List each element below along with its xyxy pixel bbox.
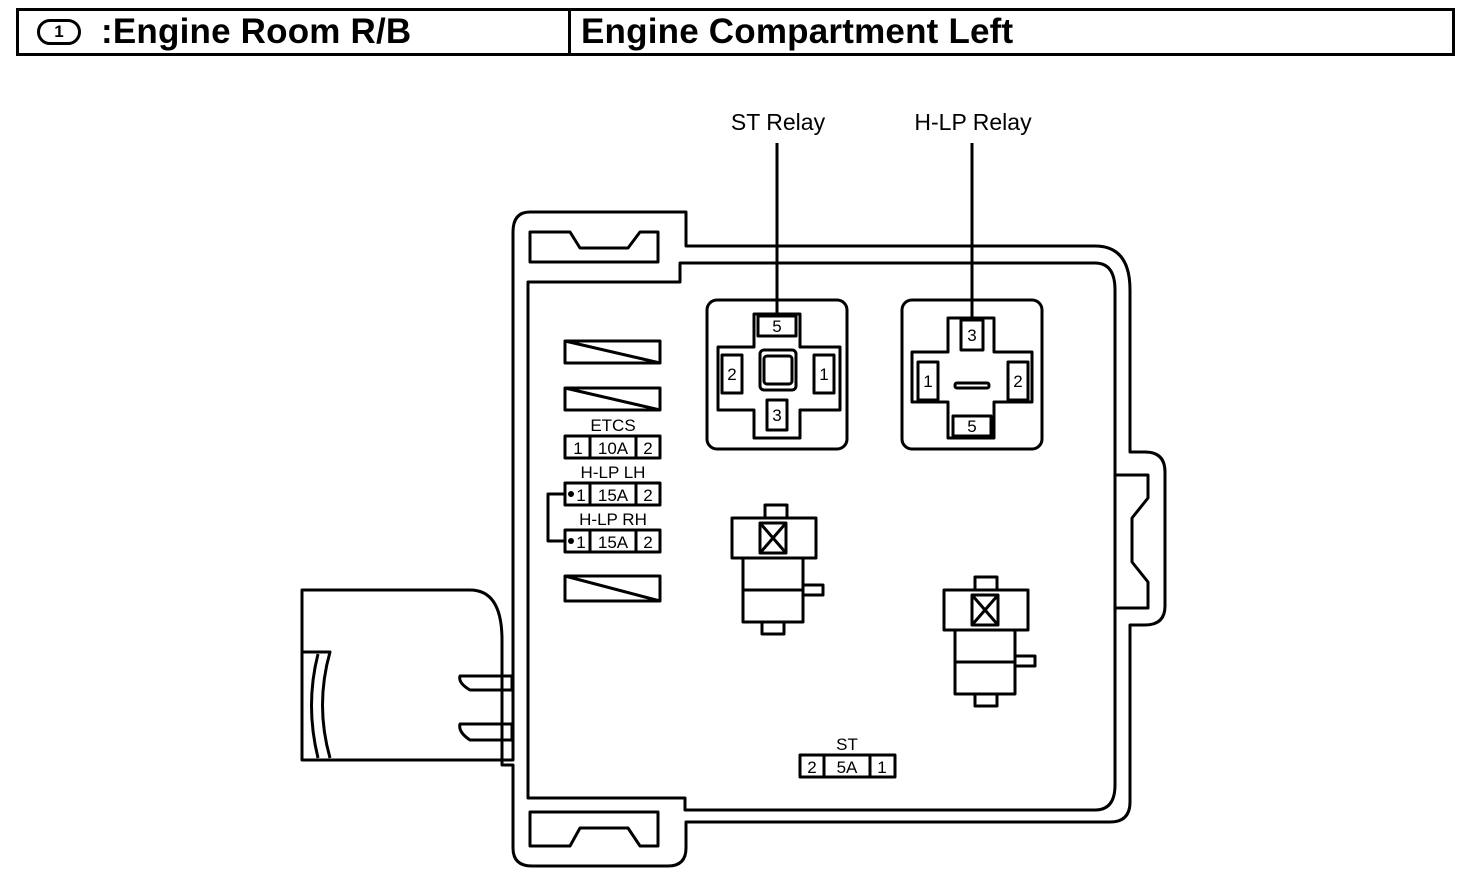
fuse-etcs-name: ETCS [590,416,635,435]
hlp-relay-terminal-bottom: 5 [967,417,976,436]
header-title: Engine Room R/B [112,12,412,51]
fuse-hlp-rh-left: 1 [576,533,585,552]
empty-fuse-slot [563,339,662,365]
fuse-hlp-lh-rating: 15A [598,486,629,505]
harness-stub [302,650,332,759]
header-left-cell: 1 : Engine Room R/B [19,11,571,53]
connector-id-badge: 1 [37,19,81,45]
st-relay-socket [705,298,849,451]
housing-outline [300,210,1167,868]
st-relay-terminal-left: 2 [727,365,736,384]
fuse-hlp-rh-name: H-LP RH [579,510,647,529]
bottom-clip [528,810,660,848]
top-clip [528,230,660,264]
fuse-etcs-rating: 10A [598,439,629,458]
fuse-hlp-lh-left: 1 [576,486,585,505]
fuse-st-right: 1 [877,758,886,777]
st-relay-label: ST Relay [731,109,826,135]
fuse-hlp-lh-right: 2 [643,486,652,505]
empty-fuse-slot [563,574,662,603]
hlp-relay-label: H-LP Relay [914,109,1032,135]
hlp-relay-terminal-right: 2 [1013,372,1022,391]
hlp-relay-socket [900,298,1044,451]
header-right-cell: Engine Compartment Left [571,11,1452,53]
header-bar: 1 : Engine Room R/B Engine Compartment L… [16,8,1455,56]
fuse-hlp-lh-name: H-LP LH [581,463,646,482]
empty-fuse-slot [563,386,662,412]
fuse-etcs-left: 1 [573,439,582,458]
header-title-prefix: : [101,12,113,51]
fuse-hlp-rh-rating: 15A [598,533,629,552]
hlp-relay-terminal-top: 3 [967,326,976,345]
inner-panel [526,261,1117,812]
st-relay-terminal-bottom: 3 [772,406,781,425]
fuse-etcs [563,434,662,460]
st-relay-terminal-top: 5 [772,317,781,336]
fuse-etcs-right: 2 [643,439,652,458]
st-relay-terminal-right: 1 [819,365,828,384]
header-location: Engine Compartment Left [581,12,1014,51]
fuse-hlp-rh-right: 2 [643,533,652,552]
fuse-bridge [546,492,566,543]
right-latch [1115,473,1150,610]
fuse-st-name: ST [836,735,858,754]
fuse-st [798,753,897,779]
hlp-relay-terminal-left: 1 [923,372,932,391]
fuse-st-left: 2 [807,758,816,777]
fuse-st-rating: 5A [837,758,858,777]
